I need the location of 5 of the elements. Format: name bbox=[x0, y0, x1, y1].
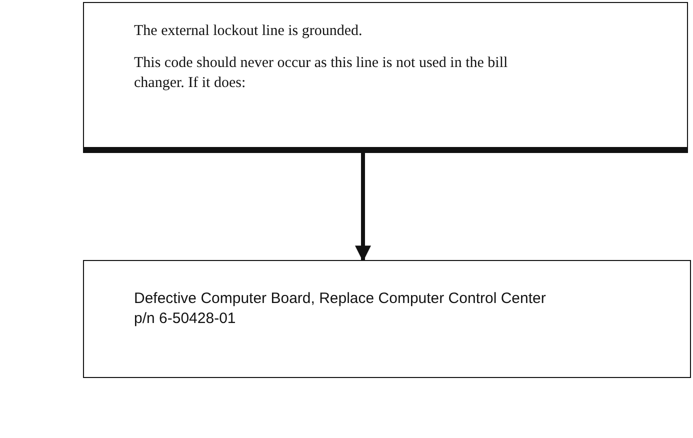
arrow bbox=[355, 153, 371, 262]
process-box bbox=[83, 260, 691, 378]
box-text: This code should never occur as this line is not used in the bill changer. If it does: bbox=[134, 54, 509, 93]
box-text: Defective Computer Board, Replace Computer Control Center p/n 6-50428-01 bbox=[134, 289, 547, 329]
box-text: The external lockout line is grounded. bbox=[134, 22, 364, 41]
